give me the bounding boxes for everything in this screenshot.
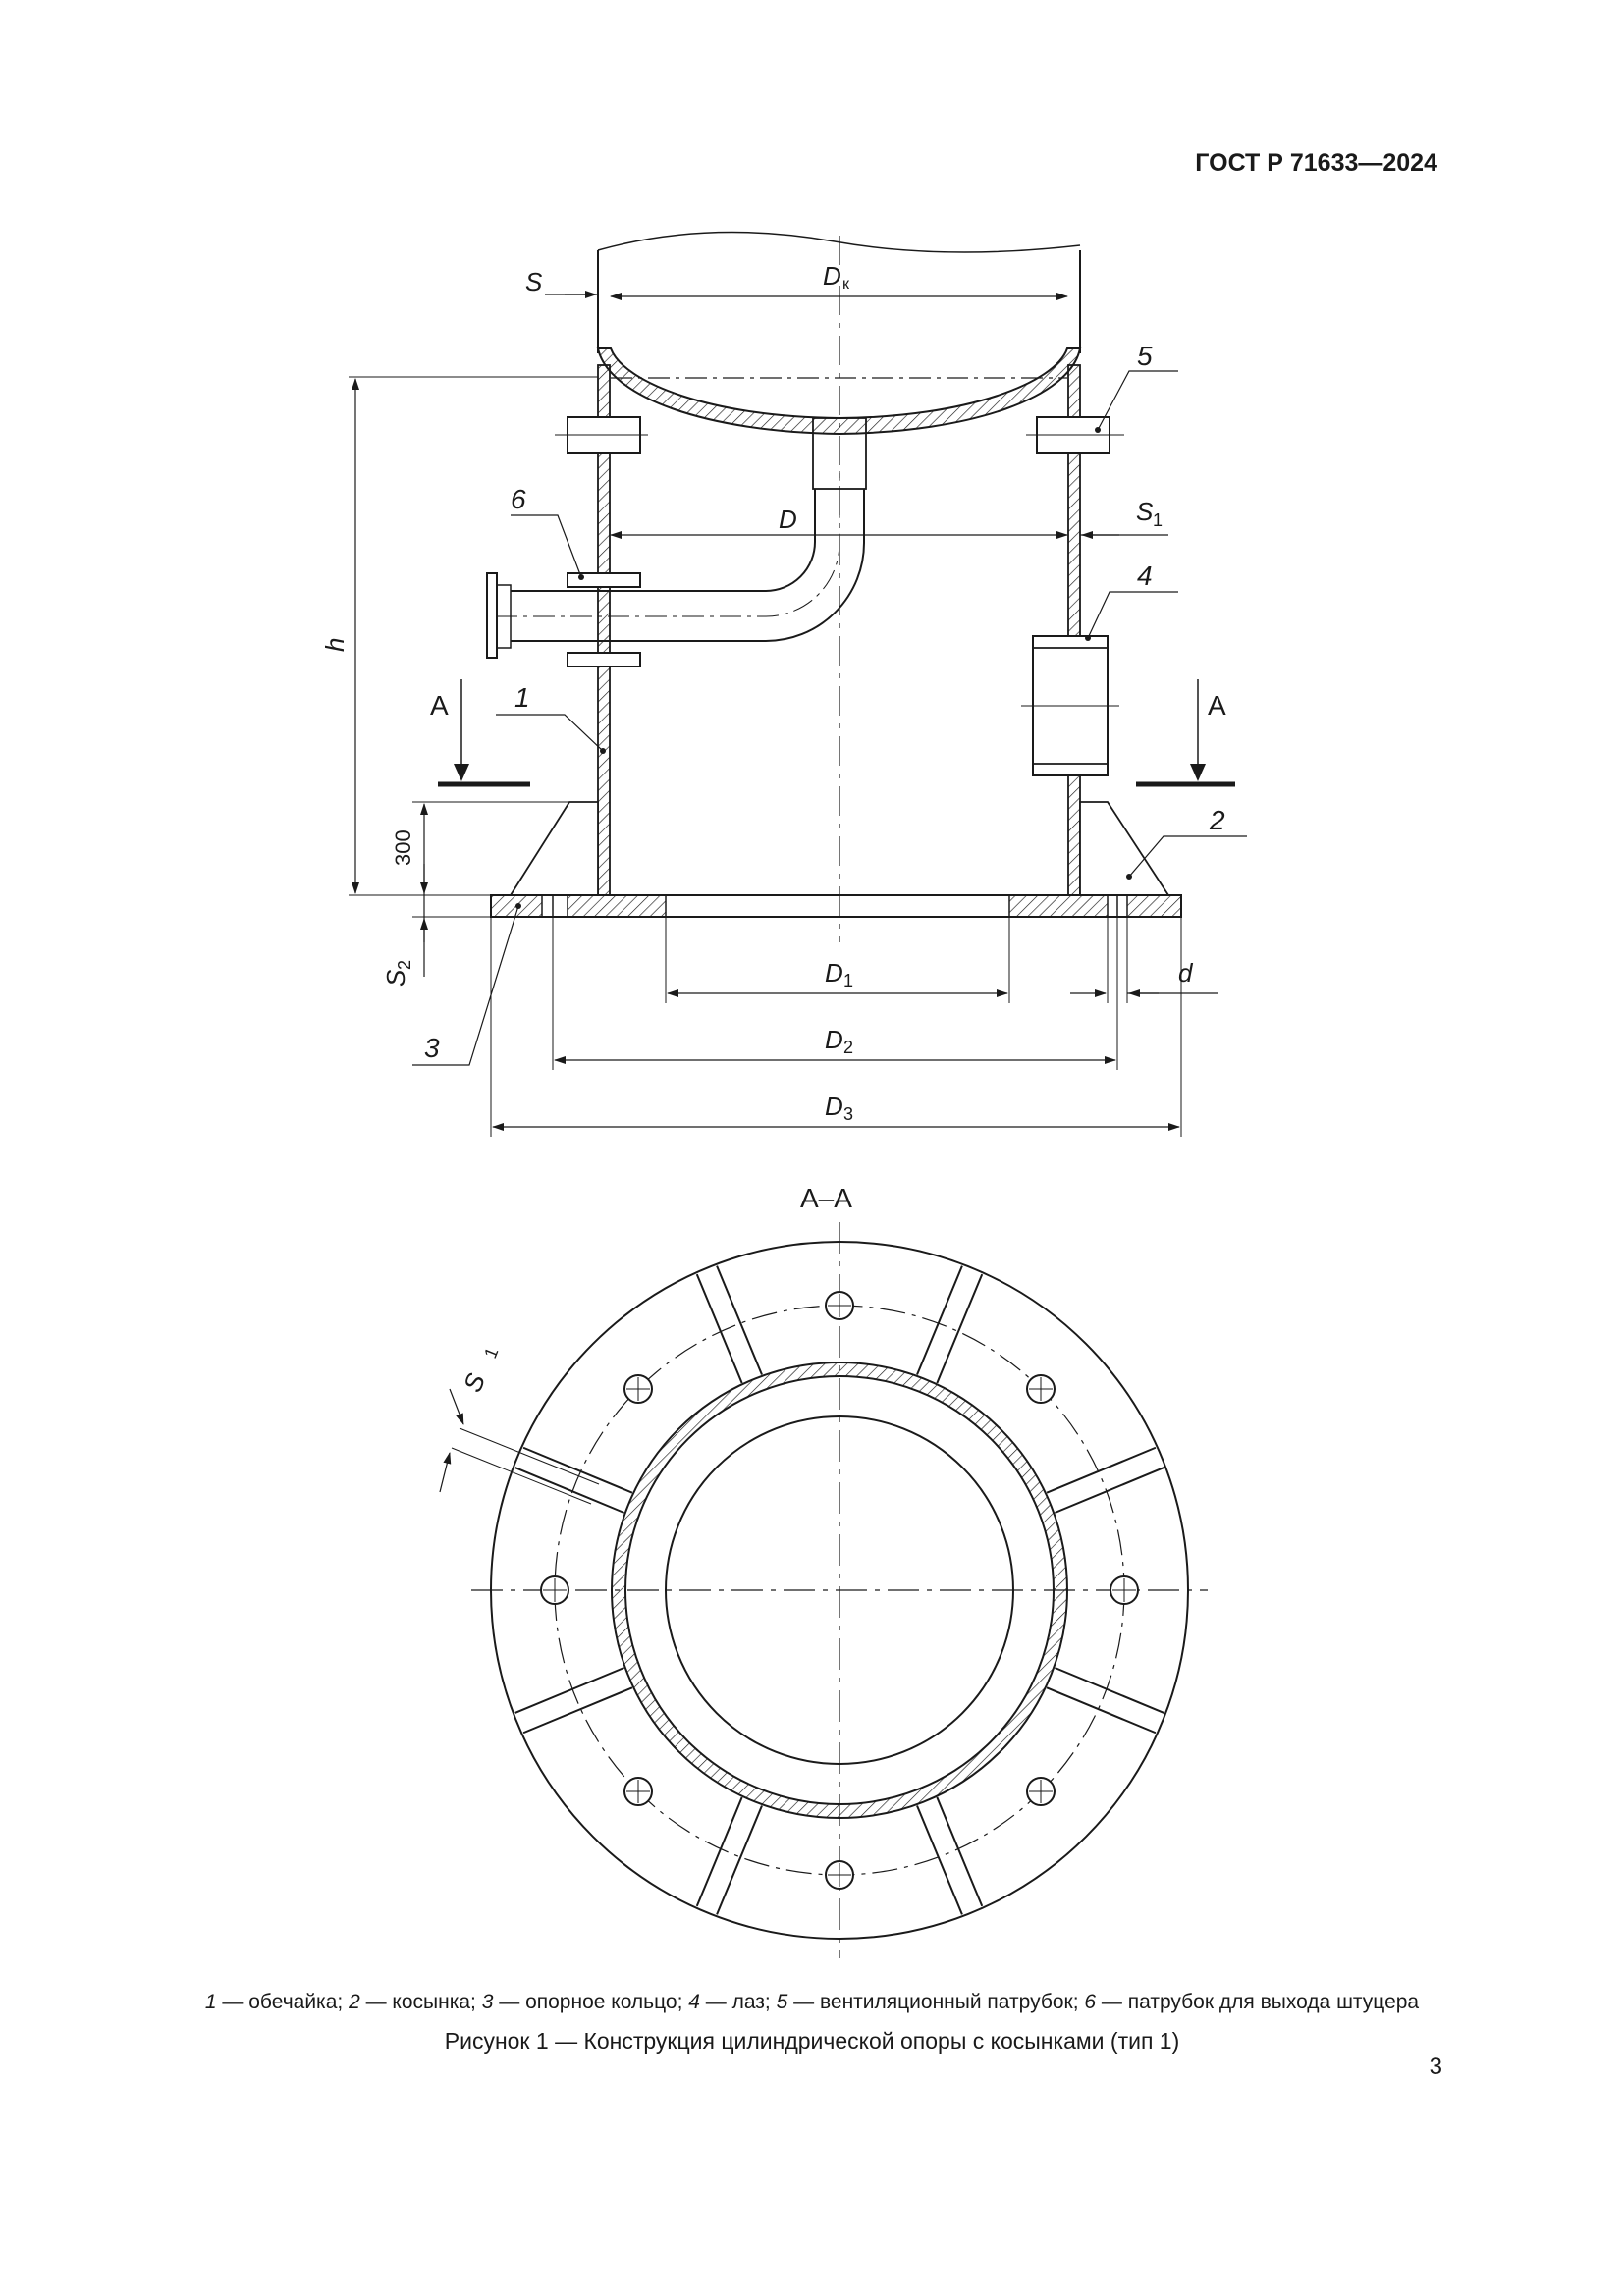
page-number: 3	[1429, 2054, 1442, 2080]
dim-dk-sub: к	[842, 276, 850, 293]
legend-num: 1	[204, 1991, 217, 2013]
section-mark-left: А	[430, 690, 449, 721]
callout-5: 5	[1137, 341, 1153, 371]
dim-s1-sub: 1	[1153, 510, 1163, 530]
outlet-flange	[486, 572, 498, 659]
dim-s1-section: S	[458, 1368, 492, 1396]
legend-text: — косынка;	[359, 1991, 482, 2013]
elevation-view	[486, 231, 1182, 942]
legend-num: 4	[688, 1991, 700, 2013]
dim-300: 300	[391, 829, 415, 866]
legend-text: — вентиляционный патрубок;	[787, 1991, 1085, 2013]
section-mark-right: А	[1208, 690, 1226, 721]
callout-6: 6	[511, 484, 526, 514]
outlet-sleeve-bottom	[567, 652, 641, 667]
figure-legend: 1 — обечайка; 2 — косынка; 3 — опорное к…	[0, 1991, 1624, 2014]
section-title: А–А	[800, 1183, 852, 1213]
dim-d-hole: d	[1178, 958, 1194, 988]
callouts: 5 6 4 1 2 3	[412, 341, 1247, 1066]
legend-text: — обечайка;	[216, 1991, 350, 2013]
dim-dk: D	[823, 261, 841, 291]
callout-1: 1	[514, 682, 530, 713]
legend-text: — патрубок для выхода штуцера	[1096, 1991, 1420, 2013]
outlet-sleeve-top	[567, 572, 641, 588]
section-marks: А А	[430, 679, 1235, 787]
dim-s1-section-sub: 1	[480, 1345, 502, 1362]
gusset-left	[509, 801, 599, 896]
dimensions: D к S D S 1 h 300 S 2	[320, 261, 1218, 1137]
dim-d1: D	[825, 958, 843, 988]
dim-d: D	[779, 505, 797, 534]
legend-num: 6	[1084, 1991, 1097, 2013]
section-view: S 1	[439, 1222, 1208, 1958]
dim-d1-sub: 1	[843, 971, 853, 990]
dim-s1: S	[1136, 497, 1154, 526]
dim-d3-sub: 3	[843, 1104, 853, 1124]
dim-s2-sub: 2	[395, 960, 414, 970]
dim-d2-sub: 2	[843, 1038, 853, 1057]
bolt-holes	[540, 1291, 1139, 1890]
dim-d3: D	[825, 1092, 843, 1121]
legend-num: 5	[776, 1991, 788, 2013]
callout-4: 4	[1137, 561, 1153, 591]
callout-3: 3	[424, 1033, 440, 1063]
legend-text: — лаз;	[699, 1991, 777, 2013]
gusset-ribs	[514, 1265, 1164, 1915]
legend-num: 2	[349, 1991, 360, 2013]
figure-caption: Рисунок 1 — Конструкция цилиндрической о…	[444, 2028, 1180, 2054]
legend-num: 3	[481, 1991, 494, 2013]
dim-s2: S	[381, 969, 410, 987]
callout-2: 2	[1209, 805, 1225, 835]
vessel-head	[596, 347, 1082, 436]
dim-d2: D	[825, 1025, 843, 1054]
dim-s: S	[525, 267, 543, 296]
standard-designation: ГОСТ Р 71633—2024	[1195, 149, 1437, 177]
legend-text: — опорное кольцо;	[493, 1991, 689, 2013]
dim-h: h	[320, 638, 350, 652]
gusset-right	[1079, 801, 1170, 896]
